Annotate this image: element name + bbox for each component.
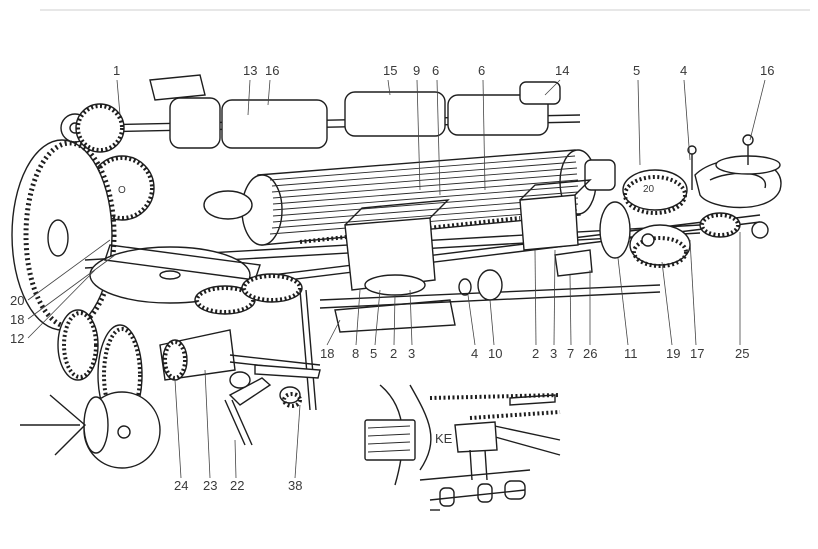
callouts-left: 20 18 12: [10, 239, 116, 346]
callout-mid-2: 8: [352, 346, 359, 361]
callout-mid-5: 3: [408, 346, 415, 361]
callouts-bottom-mid: 18 8 5 2 3 4 10 2 3 7 26 11 19 17 25: [320, 232, 749, 361]
callout-bl-3: 22: [230, 478, 244, 493]
callout-mid-12: 11: [624, 346, 638, 361]
callout-mid-11: 26: [583, 346, 597, 361]
callout-bl-4: 38: [288, 478, 302, 493]
svg-text:O: O: [118, 185, 126, 196]
upper-roller-row: [60, 74, 581, 149]
callout-left-2: 18: [10, 312, 24, 327]
callout-top-5: 9: [413, 63, 420, 78]
svg-text:20: 20: [643, 184, 655, 195]
lower-left-mechanism: [20, 289, 321, 469]
callout-top-4: 15: [383, 63, 397, 78]
callout-mid-10: 7: [567, 346, 574, 361]
callout-top-11: 16: [760, 63, 774, 78]
inset-label: KE: [435, 431, 453, 446]
callout-left-3: 12: [10, 331, 24, 346]
callout-top-1: 1: [113, 63, 120, 78]
large-drive-wheel: [11, 139, 117, 331]
callout-left-1: 20: [10, 293, 24, 308]
callout-mid-8: 2: [532, 346, 539, 361]
right-cam-assembly: 20: [599, 134, 782, 268]
callout-mid-3: 5: [370, 346, 377, 361]
callout-top-3: 16: [265, 63, 279, 78]
callout-mid-7: 10: [488, 346, 502, 361]
callout-top-6: 6: [432, 63, 439, 78]
callout-bl-1: 24: [174, 478, 188, 493]
shaft-gears: [194, 273, 303, 315]
callout-mid-14: 17: [690, 346, 704, 361]
callouts-top: 1 13 16 15 9 6 6 14 5 4 16: [113, 63, 774, 196]
callout-mid-13: 19: [666, 346, 680, 361]
callout-mid-6: 4: [471, 346, 478, 361]
callout-mid-9: 3: [550, 346, 557, 361]
callouts-bottom-left: 24 23 22 38: [174, 369, 302, 493]
callout-top-9: 5: [633, 63, 640, 78]
callout-top-7: 6: [478, 63, 485, 78]
callout-top-2: 13: [243, 63, 257, 78]
callout-mid-1: 18: [320, 346, 334, 361]
callout-top-8: 14: [555, 63, 569, 78]
callout-mid-15: 25: [735, 346, 749, 361]
top-left-gear: O: [75, 103, 155, 221]
inset-detail: KE: [364, 384, 561, 511]
callout-bl-2: 23: [203, 478, 217, 493]
callout-top-10: 4: [680, 63, 687, 78]
callout-mid-4: 2: [390, 346, 397, 361]
